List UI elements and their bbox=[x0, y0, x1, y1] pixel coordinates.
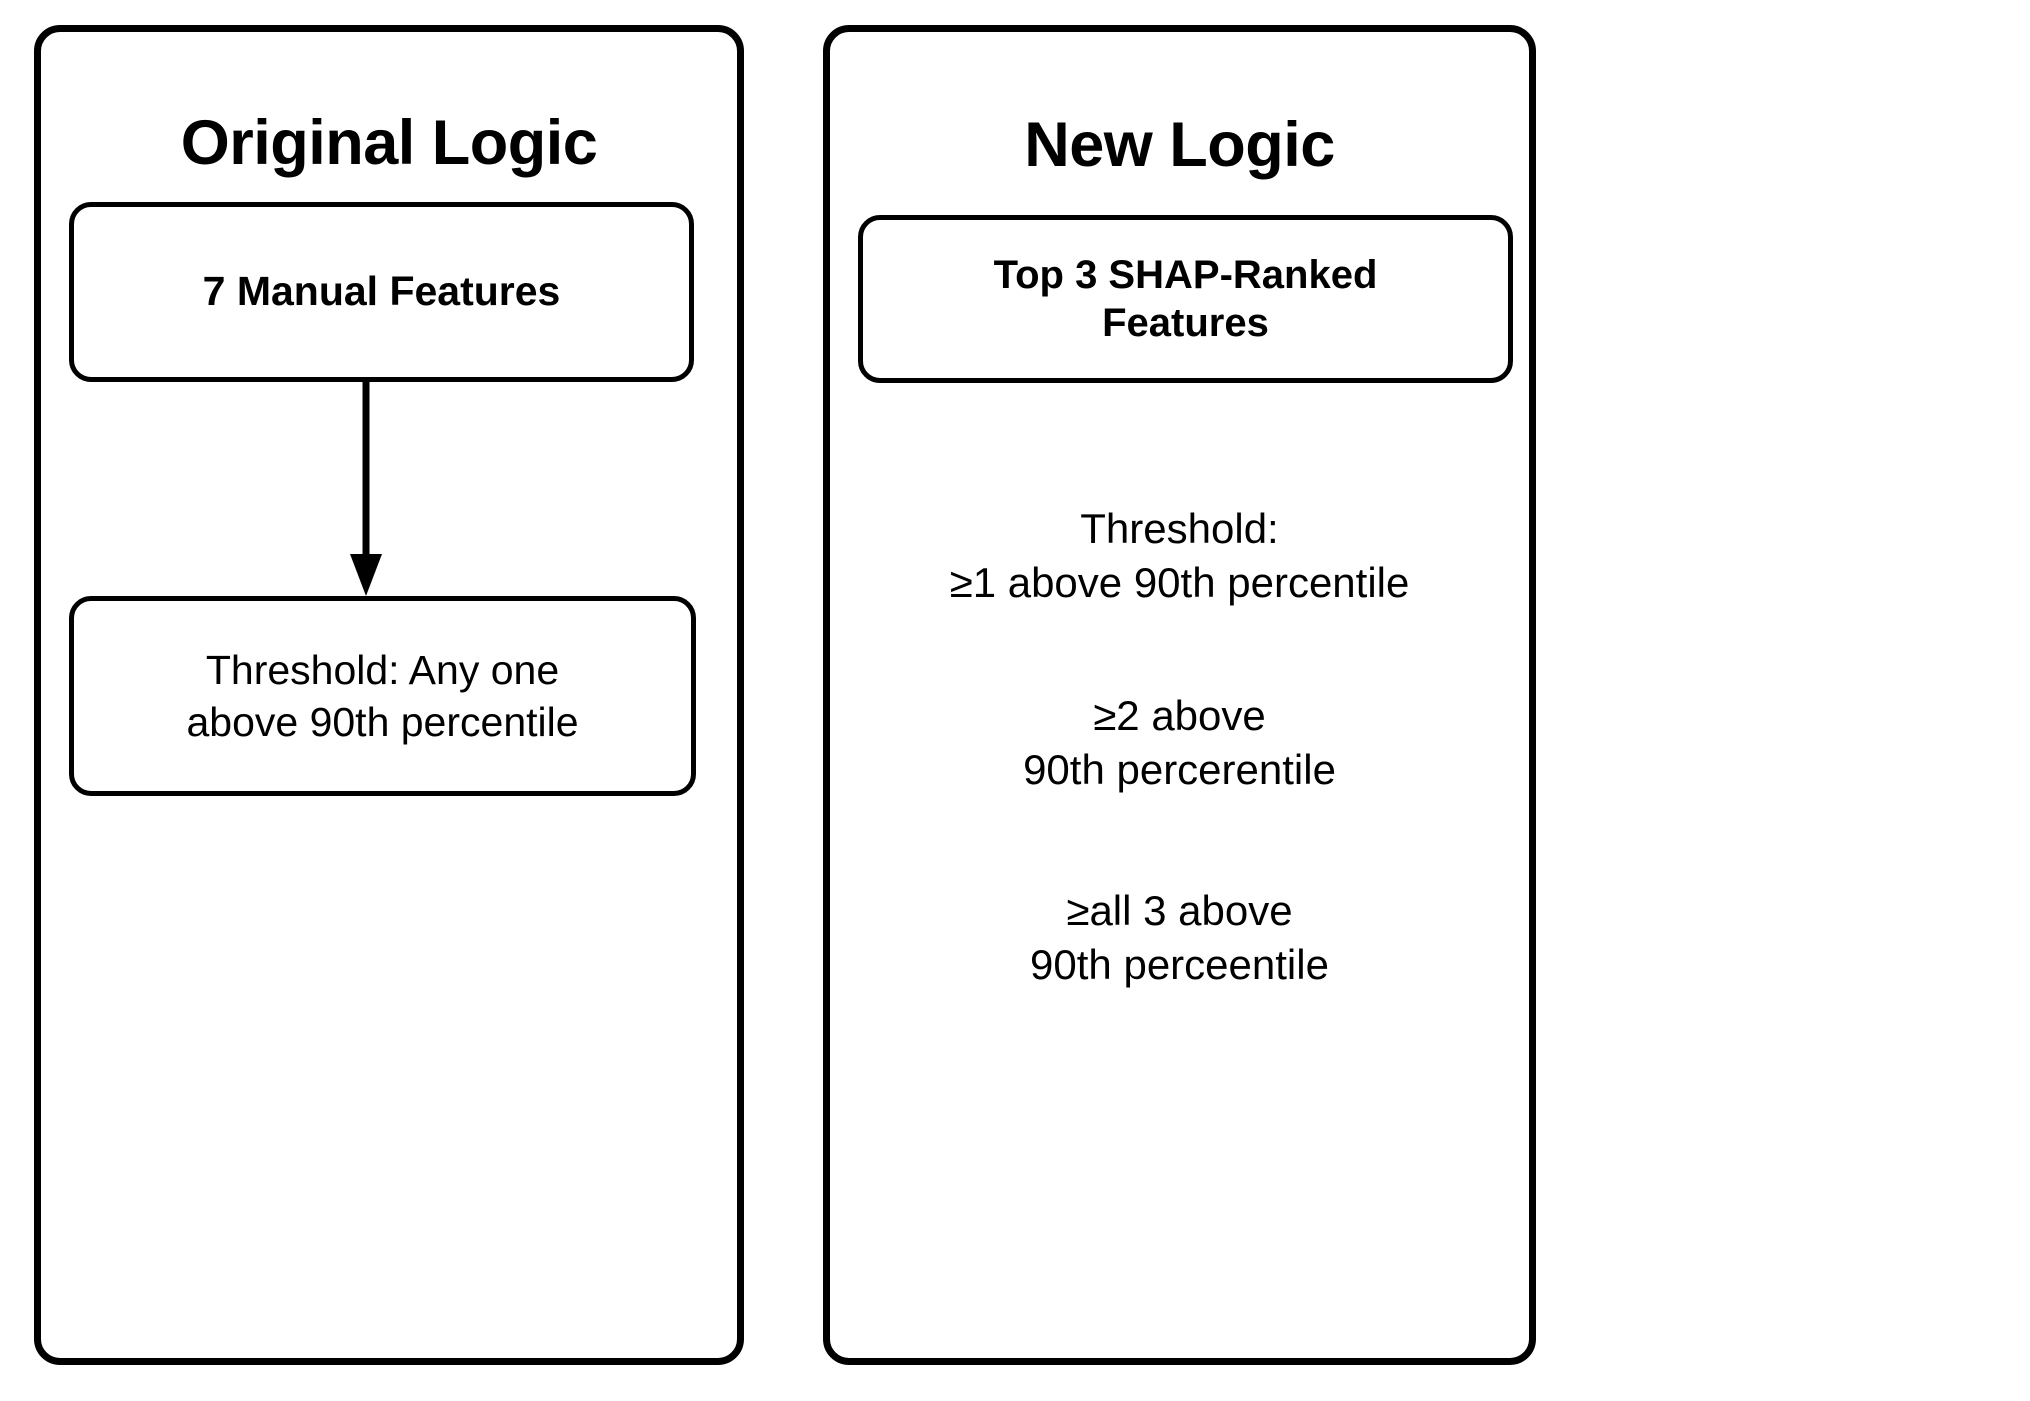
panel-title-original-logic: Original Logic bbox=[180, 108, 598, 178]
arrow-down-icon bbox=[350, 382, 382, 596]
box-shap-ranked-features-label: Top 3 SHAP-Ranked Features bbox=[993, 253, 1378, 345]
box-manual-features-label: 7 Manual Features bbox=[202, 268, 561, 315]
box-manual-features: 7 Manual Features bbox=[69, 202, 694, 382]
panel-new-logic: New Logic Top 3 SHAP-Ranked Features Thr… bbox=[823, 25, 1536, 1365]
text-threshold-all: ≥all 3 above 90th perceentile bbox=[1030, 887, 1329, 988]
text-threshold-two: ≥2 above 90th percerentile bbox=[1023, 692, 1336, 793]
text-threshold-one: Threshold: ≥1 above 90th percentile bbox=[949, 505, 1410, 606]
panel-title-new-logic: New Logic bbox=[1024, 110, 1335, 180]
box-shap-ranked-features: Top 3 SHAP-Ranked Features bbox=[858, 215, 1513, 383]
box-threshold-any-one: Threshold: Any one above 90th percentile bbox=[69, 596, 696, 796]
box-threshold-any-one-label: Threshold: Any one above 90th percentile bbox=[186, 646, 579, 745]
panel-original-logic: Original Logic 7 Manual Features Thresho… bbox=[34, 25, 744, 1365]
